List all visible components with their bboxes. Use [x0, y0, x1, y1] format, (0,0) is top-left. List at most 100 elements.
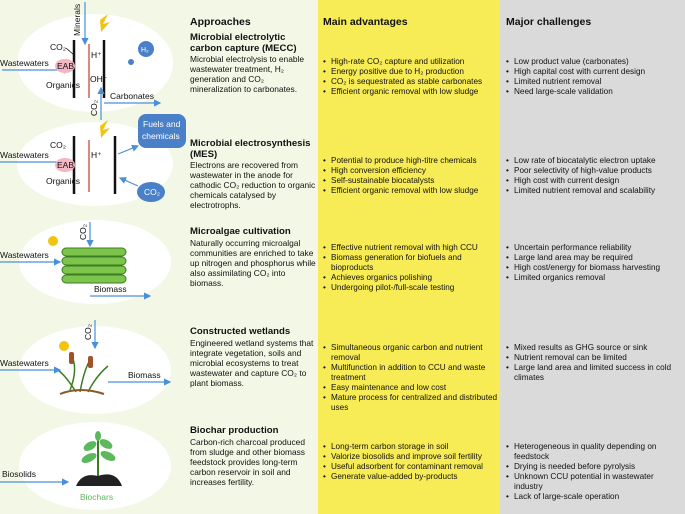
- list-item: Efficient organic removal with low sludg…: [323, 87, 499, 97]
- list-item: Low rate of biocatalytic electron uptake: [506, 156, 684, 166]
- mes-advantages: Potential to produce high-titre chemical…: [323, 156, 499, 196]
- wetlands-advantages: Simultaneous organic carbon and nutrient…: [323, 343, 499, 413]
- co2-label: CO₂: [78, 224, 88, 240]
- list-item: Effective nutrient removal with high CCU: [323, 243, 499, 253]
- co2-bottom-label: CO₂: [89, 100, 99, 116]
- biomass-label: Biomass: [94, 284, 127, 294]
- microalgae-description: Naturally occurring microalgal communiti…: [190, 238, 316, 288]
- plant-icon: [81, 431, 116, 480]
- list-item: Limited organics removal: [506, 273, 684, 283]
- organics-label: Organics: [46, 80, 80, 90]
- eab-blob: [55, 158, 75, 172]
- list-item: Low product value (carbonates): [506, 57, 684, 67]
- mecc-challenges: Low product value (carbonates) High capi…: [506, 57, 684, 97]
- list-item: Useful adsorbent for contaminant removal: [323, 462, 499, 472]
- co2-bubble-label: CO₂: [144, 187, 160, 197]
- header-approaches: Approaches: [190, 16, 251, 28]
- wastewaters-label: Wastewaters: [0, 358, 49, 368]
- list-item: Need large-scale validation: [506, 87, 684, 97]
- list-item: Large land area and limited success in c…: [506, 363, 684, 383]
- fuels-label-2: chemicals: [142, 131, 180, 141]
- list-item: Easy maintenance and low cost: [323, 383, 499, 393]
- fuels-box: [138, 114, 186, 148]
- list-item: Valorize biosolids and improve soil fert…: [323, 452, 499, 462]
- eab-label: EAB: [57, 61, 74, 71]
- sun-icon: [59, 341, 69, 351]
- list-item: Unknown CCU potential in wastewater indu…: [506, 472, 684, 492]
- header-advantages: Main advantages: [323, 16, 408, 28]
- list-item: Mixed results as GHG source or sink: [506, 343, 684, 353]
- eab-label: EAB: [57, 160, 74, 170]
- mes-title: Microbial electrosynthesis (MES): [190, 138, 311, 160]
- wetlands-title: Constructed wetlands: [190, 326, 291, 337]
- h-plus-label: H⁺: [91, 50, 102, 60]
- organics-label: Organics: [46, 176, 80, 186]
- list-item: CO₂ is sequestrated as stable carbonates: [323, 77, 499, 87]
- fuels-label-1: Fuels and: [143, 119, 181, 129]
- list-item: Mature process for centralized and distr…: [323, 393, 499, 413]
- mes-illustration: CO₂ Wastewaters EAB Organics H⁺ Fuels an…: [0, 114, 186, 206]
- wastewaters-label: Wastewaters: [0, 250, 49, 260]
- list-item: Biomass generation for biofuels and biop…: [323, 253, 499, 273]
- list-item: Nutrient removal can be limited: [506, 353, 684, 363]
- wetlands-challenges: Mixed results as GHG source or sink Nutr…: [506, 343, 684, 383]
- microalgae-challenges: Uncertain performance reliability Large …: [506, 243, 684, 283]
- list-item: Generate value-added by-products: [323, 472, 499, 482]
- reeds-plant: [57, 352, 109, 395]
- minerals-label: Minerals: [72, 4, 82, 36]
- mecc-illustration: Minerals H₂ CO₂ Wastewaters EAB Organics…: [0, 2, 173, 120]
- biomass-label: Biomass: [128, 370, 161, 380]
- wastewaters-label: Wastewaters: [0, 150, 49, 160]
- wetlands-illustration: CO₂ Wastewaters Biomass: [0, 320, 172, 414]
- wastewaters-label: Wastewaters: [0, 58, 49, 68]
- list-item: Drying is needed before pyrolysis: [506, 462, 684, 472]
- list-item: Limited nutrient removal and scalability: [506, 186, 684, 196]
- co2-bubble: [137, 182, 165, 202]
- list-item: Energy positive due to H₂ production: [323, 67, 499, 77]
- biochar-advantages: Long-term carbon storage in soil Valoriz…: [323, 442, 499, 482]
- list-item: Simultaneous organic carbon and nutrient…: [323, 343, 499, 363]
- co2-label: CO₂: [50, 140, 66, 150]
- microalgae-title: Microalgae cultivation: [190, 226, 291, 237]
- h-plus-label: H⁺: [91, 150, 102, 160]
- list-item: Large land area may be required: [506, 253, 684, 263]
- list-item: High cost with current design: [506, 176, 684, 186]
- mecc-description: Microbial electrolysis to enable wastewa…: [190, 54, 305, 94]
- mecc-advantages: High-rate CO₂ capture and utilization En…: [323, 57, 499, 97]
- biochar-illustration: Biosolids Biochars: [0, 422, 171, 510]
- carbonates-label: Carbonates: [110, 91, 154, 101]
- list-item: Efficient organic removal with low sludg…: [323, 186, 499, 196]
- list-item: Self-sustainable biocatalysts: [323, 176, 499, 186]
- list-item: Multifunction in addition to CCU and was…: [323, 363, 499, 383]
- list-item: Long-term carbon storage in soil: [323, 442, 499, 452]
- mes-challenges: Low rate of biocatalytic electron uptake…: [506, 156, 684, 196]
- list-item: High conversion efficiency: [323, 166, 499, 176]
- biochar-description: Carbon-rich charcoal produced from sludg…: [190, 437, 305, 487]
- h2-bubble: [138, 41, 154, 57]
- wetlands-description: Engineered wetland systems that integrat…: [190, 338, 314, 388]
- sun-icon: [48, 236, 58, 246]
- microalgae-illustration: CO₂ Wastewaters Biomass: [0, 220, 171, 304]
- list-item: Uncertain performance reliability: [506, 243, 684, 253]
- co2-label: CO₂: [83, 324, 93, 340]
- co2-label: CO₂: [50, 42, 66, 52]
- list-item: High cost/energy for biomass harvesting: [506, 263, 684, 273]
- biochar-pile: [76, 474, 122, 486]
- list-item: Achieves organics polishing: [323, 273, 499, 283]
- microalgae-advantages: Effective nutrient removal with high CCU…: [323, 243, 499, 293]
- biochar-challenges: Heterogeneous in quality depending on fe…: [506, 442, 684, 502]
- list-item: Undergoing pilot-/full-scale testing: [323, 283, 499, 293]
- list-item: Heterogeneous in quality depending on fe…: [506, 442, 684, 462]
- list-item: High capital cost with current design: [506, 67, 684, 77]
- list-item: Limited nutrient removal: [506, 77, 684, 87]
- list-item: Potential to produce high-titre chemical…: [323, 156, 499, 166]
- list-item: Lack of large-scale operation: [506, 492, 684, 502]
- list-item: High-rate CO₂ capture and utilization: [323, 57, 499, 67]
- eab-blob: [55, 59, 75, 73]
- oh-minus-label: OH⁻: [90, 74, 108, 84]
- list-item: Poor selectivity of high-value products: [506, 166, 684, 176]
- algae-tubes: [61, 247, 127, 284]
- mecc-title: Microbial electrolytic carbon capture (M…: [190, 32, 297, 54]
- mes-description: Electrons are recovered from wastewater …: [190, 160, 316, 210]
- biochars-label: Biochars: [80, 492, 113, 502]
